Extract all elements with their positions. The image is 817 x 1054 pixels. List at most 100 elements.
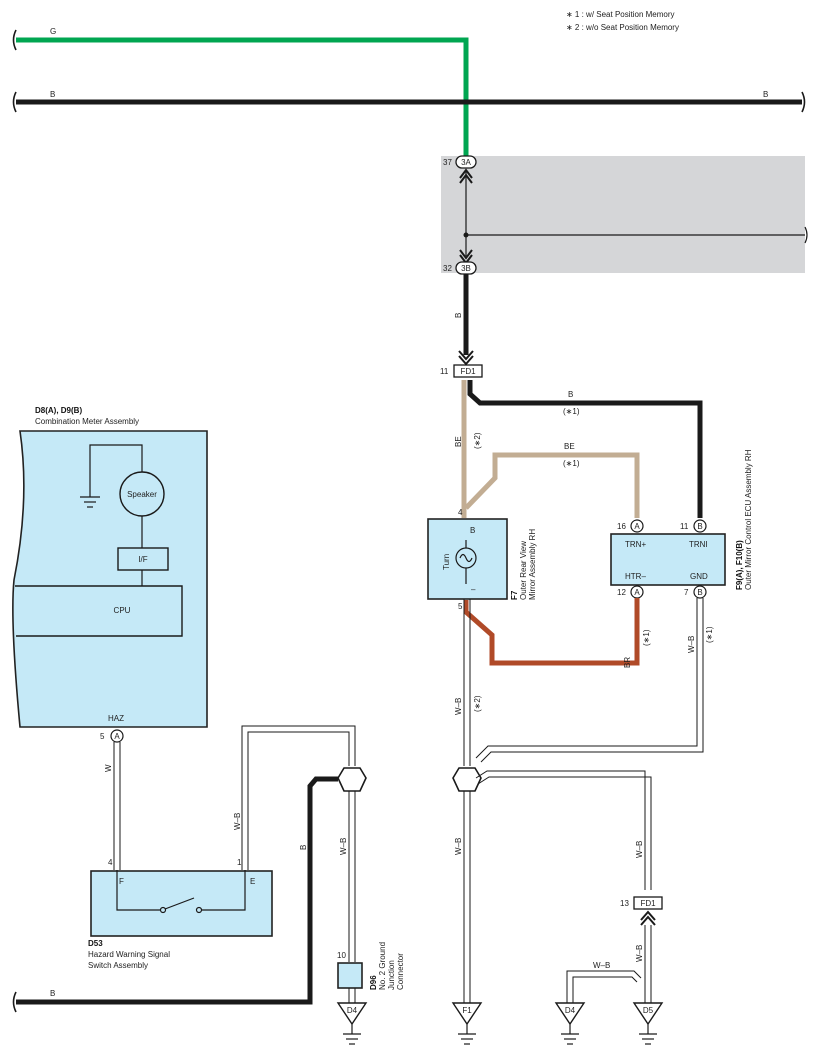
wire-label-b-bottom: B <box>50 989 55 998</box>
connector-11b-label: B <box>697 522 702 531</box>
wire-black-ecu-trni <box>467 380 703 518</box>
ecu-terminal-trn-plus: TRN+ <box>625 540 646 549</box>
wire-d96-d4 <box>348 988 356 1003</box>
hazard-switch-box <box>90 870 273 937</box>
mirror-terminal-minus: – <box>471 585 476 594</box>
wire-label-b-ecu: B <box>568 390 573 399</box>
connector-fd1-bottom-label: FD1 <box>640 899 656 908</box>
ground-point-f1 <box>451 1002 483 1045</box>
ground-label-f1: F1 <box>462 1006 472 1015</box>
fd1-bottom-arrows <box>640 910 656 926</box>
meter-haz-label: HAZ <box>108 714 124 723</box>
wire-label-wb-fd1b: W–B <box>635 841 644 858</box>
ecu-name: Outer Mirror Control ECU Assembly RH <box>744 449 753 590</box>
d96-name-line2: Junction <box>387 960 396 990</box>
connector-3a <box>455 155 477 169</box>
shaded-junction-area <box>441 156 805 273</box>
junction-3a-3b <box>459 168 808 265</box>
wire-black-3b-fd1 <box>458 274 474 366</box>
connector-fd1-top <box>453 364 483 378</box>
mirror-turn-label: Turn <box>442 554 451 570</box>
wire-wb-d5 <box>644 925 652 1003</box>
hazard-id: D53 <box>88 939 103 948</box>
wire-black-ground-break <box>12 991 17 1013</box>
wire-label-b-junction: B <box>454 313 463 318</box>
wire-label-wb-hazard: W–B <box>233 813 242 830</box>
switch-icon <box>116 870 246 914</box>
d96-name-line1: No. 2 Ground <box>378 942 387 990</box>
hazard-name-line2: Switch Assembly <box>88 961 148 970</box>
fd1-top-pin: 11 <box>440 367 449 376</box>
meter-if-label: I/F <box>138 555 147 564</box>
wire-wb-f1 <box>463 791 471 1003</box>
meter-name: Combination Meter Assembly <box>35 417 139 426</box>
note-2: ∗ 2 : w/o Seat Position Memory <box>566 23 679 32</box>
mirror-name-line1: Outer Rear View <box>519 541 528 600</box>
meter-internal-wiring <box>89 444 143 586</box>
connector-11b <box>693 519 707 533</box>
connector-16a-label: A <box>634 522 640 531</box>
wire-label-br-note: (∗1) <box>642 629 651 646</box>
wire-wb-hazard <box>241 725 356 870</box>
note-1: ∗ 1 : w/ Seat Position Memory <box>566 10 675 19</box>
meter-connector-a <box>110 729 124 743</box>
wire-wb-mirror <box>463 599 471 766</box>
meter-id: D8(A), D9(B) <box>35 406 82 415</box>
d96-id: D96 <box>369 975 378 990</box>
meter-cpu-label: CPU <box>114 606 131 615</box>
d96-pin-10: 10 <box>337 951 346 960</box>
splice-junction-left <box>337 767 367 792</box>
pin-32: 32 <box>443 264 452 273</box>
connector-16a <box>630 519 644 533</box>
wire-brown-htr <box>463 598 640 666</box>
wire-label-be-mirror: BE <box>454 436 463 447</box>
splice-junction-right <box>452 767 482 792</box>
meter-speaker-label: Speaker <box>127 490 157 499</box>
wire-w-haz <box>113 742 121 870</box>
mirror-terminal-b: B <box>470 526 475 535</box>
wire-label-b-ecu-note: (∗1) <box>563 407 580 416</box>
mirror-name-line2: Mirror Assembly RH <box>528 529 537 600</box>
meter-pin-5: 5 <box>100 732 105 741</box>
ecu-terminal-gnd: GND <box>690 572 708 581</box>
ecu-pin-12: 12 <box>617 588 626 597</box>
combination-meter-box <box>12 430 208 728</box>
ecu-id: F9(A), F10(B) <box>735 540 744 590</box>
ecu-pin-7: 7 <box>684 588 689 597</box>
wire-label-wb-fd1b2: W–B <box>635 945 644 962</box>
ecu-pin-11: 11 <box>680 522 689 531</box>
wire-label-b-ground: B <box>299 845 308 850</box>
ground-point-d4-right <box>554 1002 586 1045</box>
connector-3b-label: 3B <box>461 264 471 273</box>
wire-label-wb-ecu: W–B <box>687 636 696 653</box>
meter-if-block <box>117 547 169 571</box>
wire-black-ground <box>16 776 338 1005</box>
ground-label-d4-left: D4 <box>347 1006 358 1015</box>
wire-label-be-ecu-note: (∗1) <box>563 459 580 468</box>
wire-label-br: BR <box>623 657 632 668</box>
wire-wb-d4-right <box>566 970 642 1003</box>
pin-37: 37 <box>443 158 452 167</box>
hazard-pin-1: 1 <box>237 858 242 867</box>
hazard-terminal-f: F <box>119 877 124 886</box>
turn-lamp-icon <box>455 540 477 584</box>
wire-label-wb-mirror: W–B <box>454 698 463 715</box>
wire-label-wb-d4b: W–B <box>593 961 610 970</box>
wire-label-be-mirror-note: (∗2) <box>473 432 482 449</box>
hazard-pin-4: 4 <box>108 858 113 867</box>
connector-12a-label: A <box>634 588 640 597</box>
ecu-pin-16: 16 <box>617 522 626 531</box>
wire-label-b-top-right: B <box>763 90 768 99</box>
ground-icon <box>80 496 100 508</box>
outer-mirror-assembly-box <box>427 518 508 600</box>
fd1-bottom-pin: 13 <box>620 899 629 908</box>
wire-label-wb-d96: W–B <box>339 838 348 855</box>
wire-beige-ecu <box>464 452 640 518</box>
wire-wb-fd1-bottom <box>475 770 652 890</box>
mirror-id: F7 <box>510 590 519 600</box>
meter-connector-a-label: A <box>114 732 120 741</box>
connector-fd1-top-label: FD1 <box>460 367 476 376</box>
wire-label-w-haz: W <box>104 764 113 772</box>
wire-wb-ecu-gnd <box>475 598 704 763</box>
